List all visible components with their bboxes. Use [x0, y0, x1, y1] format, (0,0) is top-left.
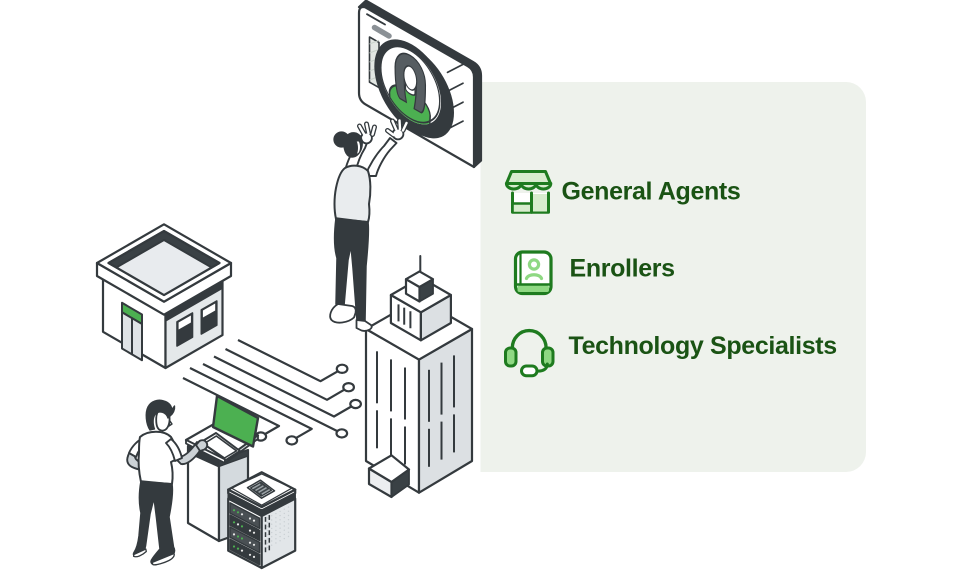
svg-text:Technology Specialists: Technology Specialists [569, 332, 837, 360]
svg-text:Enrollers: Enrollers [570, 255, 675, 283]
svg-text:General Agents: General Agents [562, 178, 741, 206]
